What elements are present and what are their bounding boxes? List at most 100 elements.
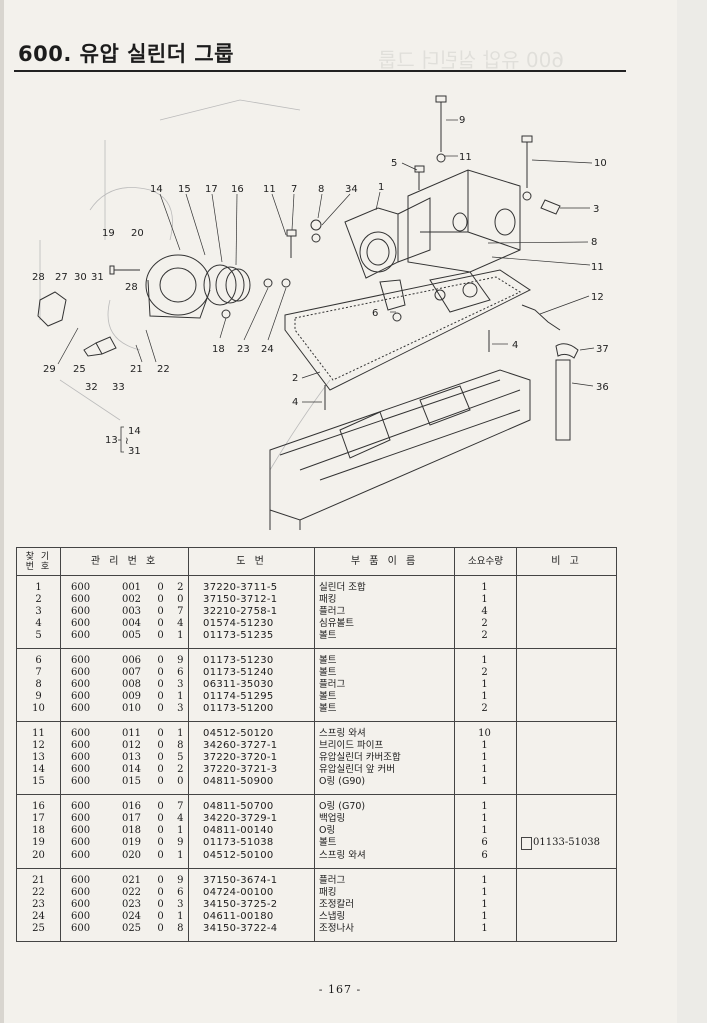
group-code-cell: 600 [60,887,115,899]
callout-32: 32 [85,382,98,393]
sub-code-cell: 015 [114,776,149,795]
check-code-cell: 0 [148,868,173,887]
callout-8: 8 [318,184,324,195]
remark-cell [516,850,618,869]
check-code-cell: 0 [157,887,164,898]
remark-cell [516,667,618,679]
remark-bracket [521,837,533,850]
check-digit-cell: 1 [172,630,190,649]
drawing-number-cell: 34260-3727-1 [188,740,316,752]
header-drawing-number: 도 번 [188,547,316,576]
page-number: - 167 - [318,983,362,996]
group-code-cell: 600 [60,752,115,764]
group-code-cell: 600 [60,911,115,923]
check-digit-cell: 7 [172,794,190,813]
check-digit-cell: 0 [172,594,190,606]
group-code-cell: 600 [60,721,115,740]
sub-code-cell: 009 [121,691,142,702]
check-digit-cell: 7 [172,606,190,618]
remark-cell [516,575,618,594]
header-part-name: 부 품 이 름 [314,547,456,576]
remark-cell [516,825,618,837]
sub-code-cell: 017 [121,813,142,824]
remark-cell [516,794,618,813]
drawing-number-cell: 37150-3712-1 [188,594,316,606]
check-code-cell: 0 [157,825,164,836]
remark-cell [516,887,618,899]
callout-37: 37 [596,344,609,355]
quantity-cell: 1 [454,813,518,825]
diagram-drawing [37,95,579,530]
remark-cell [516,630,618,649]
check-digit-cell: 1 [172,691,190,703]
part-name-cell: 패킹 [314,594,456,606]
quantity-cell: 1 [454,575,518,594]
quantity-cell: 1 [454,740,518,752]
quantity-cell: 1 [454,923,518,942]
callout-28: 28 [125,282,138,293]
check-digit-cell: 4 [172,813,190,825]
find-number-cell: 25 [16,923,61,942]
find-number-cell: 17 [16,813,61,825]
drawing-number-cell: 04512-50120 [188,721,316,740]
quantity-cell: 1 [454,899,518,911]
remark-cell [516,868,618,887]
quantity-cell: 6 [454,837,518,850]
remark-cell [516,752,618,764]
check-code-cell: 0 [148,794,173,813]
sub-code-cell: 019 [121,837,142,848]
group-code-cell: 600 [60,825,115,837]
callout-30: 30 [74,272,87,283]
callout-9: 9 [459,115,465,126]
check-code-cell: 0 [157,618,164,629]
find-number-cell: 15 [16,776,61,795]
check-code-cell: 0 [157,679,164,690]
remark-cell [516,703,618,722]
remark-cell [516,776,618,795]
quantity-cell: 2 [454,667,518,679]
check-digit-cell: 9 [172,648,190,667]
remark-cell [516,606,618,618]
page-title: 600. 유압 실린더 그룹 [18,42,234,66]
part-name-cell: 플러그 [314,868,456,887]
sub-code-cell: 020 [114,850,149,869]
remark-cell [516,740,618,752]
group-code-cell: 600 [60,837,115,850]
sub-code-cell: 007 [121,667,142,678]
group-code-cell: 600 [60,606,115,618]
check-digit-cell: 0 [172,776,190,795]
callout-16: 16 [231,184,244,195]
callout-20: 20 [131,228,144,239]
header-management-number: 관 리 번 호 [59,547,190,576]
find-number-cell: 13 [16,752,61,764]
callout-19: 19 [102,228,115,239]
remark-cell [516,721,618,740]
title-rule [14,70,626,72]
group-code-cell: 600 [60,667,115,679]
part-name-cell: O링 [314,825,456,837]
sub-code-cell: 012 [121,740,142,751]
group-code-cell: 600 [60,776,115,795]
part-name-cell: O링 (G70) [314,794,456,813]
callout-28: 28 [32,272,45,283]
find-number-cell: 7 [16,667,61,679]
sub-code-cell: 008 [121,679,142,690]
check-code-cell: 0 [148,850,173,869]
background-engine-outline [39,99,331,471]
callout-34: 34 [345,184,358,195]
remark-text: 01133-51038 [533,837,601,848]
sub-code-cell: 005 [114,630,149,649]
callout-labels: 9 11 5 10 14 15 17 16 11 7 8 34 1 3 19 2… [32,115,609,457]
sub-code-cell: 006 [114,648,149,667]
callout-8: 8 [591,237,597,248]
drawing-number-cell: 04811-50700 [188,794,316,813]
